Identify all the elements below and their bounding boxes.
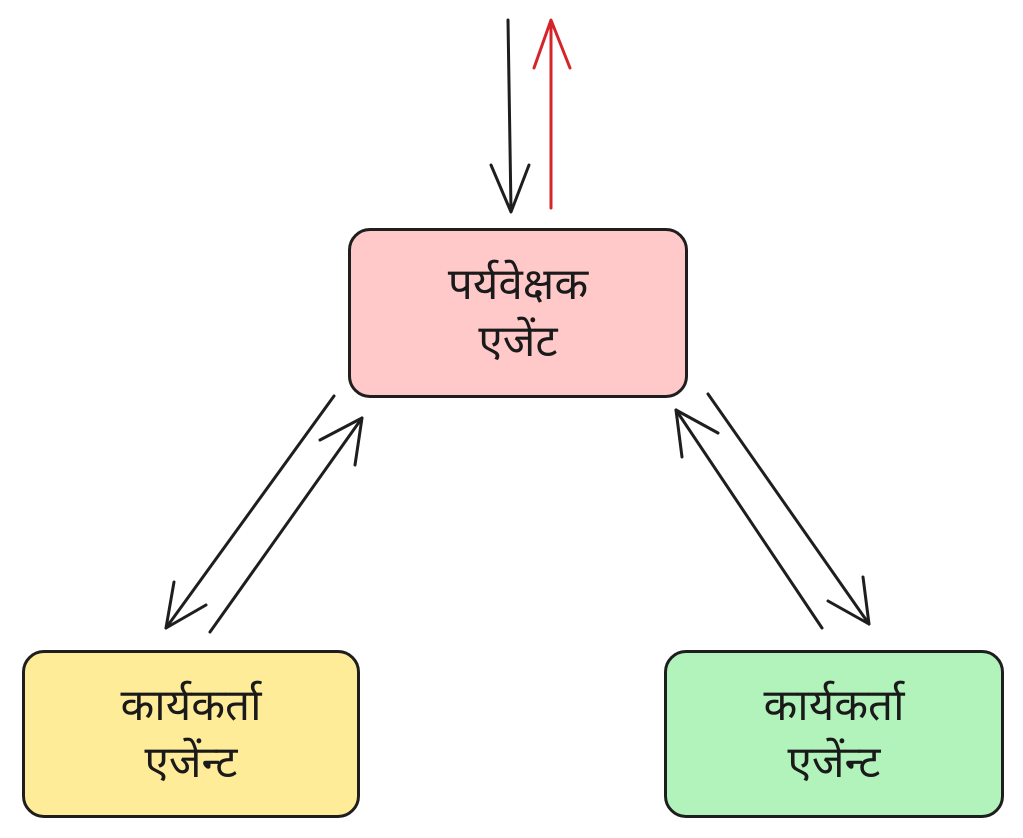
supervisor-agent-label-line2: एजेंट bbox=[478, 316, 558, 367]
worker-agent-left-label-line2: एजेंन्ट bbox=[144, 737, 238, 788]
worker-agent-right-label-line2: एजेंन्ट bbox=[787, 737, 881, 788]
supervisor-agent-node: पर्यवेक्षक एजेंट bbox=[348, 228, 688, 398]
arrow-worker-right-to-supervisor bbox=[674, 408, 824, 630]
arrow-supervisor-to-worker-left bbox=[164, 394, 336, 630]
worker-agent-left-node: कार्यकर्ता एजेंन्ट bbox=[22, 650, 360, 818]
arrow-worker-left-to-supervisor bbox=[208, 416, 364, 634]
arrow-supervisor-output bbox=[532, 18, 572, 210]
worker-agent-right-label-line1: कार्यकर्ता bbox=[763, 679, 905, 731]
worker-agent-right-node: कार्यकर्ता एजेंन्ट bbox=[664, 650, 1004, 818]
worker-agent-left-label-line1: कार्यकर्ता bbox=[120, 679, 262, 731]
supervisor-agent-label-line1: पर्यवेक्षक bbox=[447, 258, 589, 310]
arrow-supervisor-to-worker-right bbox=[706, 392, 871, 626]
arrow-input-to-supervisor bbox=[489, 18, 531, 214]
